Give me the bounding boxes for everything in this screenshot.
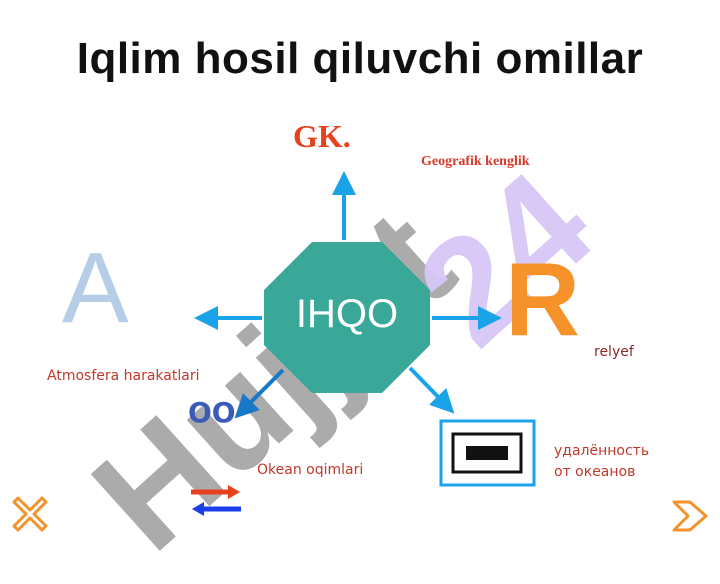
close-x-icon [12,496,48,532]
slide-title: Iqlim hosil qiluvchi omillar [76,34,644,83]
center-label: IHQO [295,292,399,336]
ocean-currents-label: Okean oqimlari [257,462,364,478]
top-abbrev: GK. [293,118,351,154]
ocean-distance-symbol [439,419,536,487]
arrow-down-left [234,368,285,419]
next-slide-button[interactable] [668,496,712,536]
prev-slide-button[interactable] [8,492,52,536]
atmosphere-letter: A [62,232,129,344]
diagram-graphics [191,171,536,516]
arrow-down-right [408,366,455,414]
ocean-currents-abbrev: OO [188,396,236,429]
top-label: Geografik kenglik [421,154,530,169]
ocean-currents-icon [191,485,241,516]
ocean-distance-label-line1: удалённость [554,443,650,459]
relief-label: relyef [594,344,634,360]
ocean-distance-label-line2: от океанов [554,464,636,480]
atmosphere-label: Atmosfera harakatlari [47,368,200,384]
chevron-right-icon [672,500,708,532]
relief-letter: R [505,242,581,358]
center-octagon [264,242,430,393]
